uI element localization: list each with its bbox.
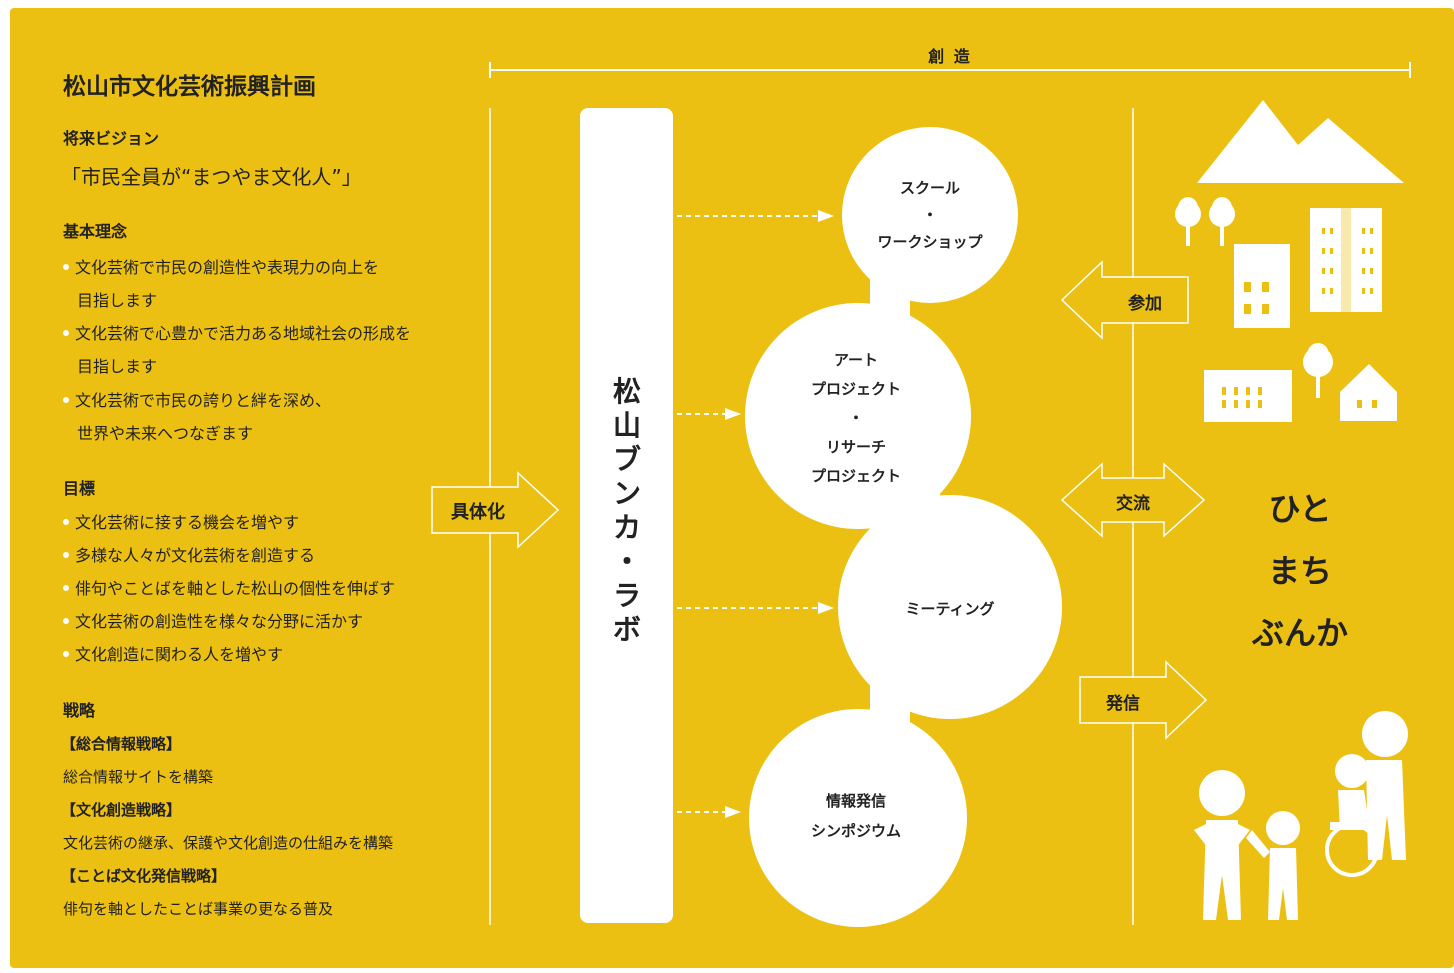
school-workshop-label: スクール ・ ワークショップ	[870, 175, 990, 256]
goals-heading: 目標	[63, 479, 96, 498]
philosophy-item-cont: 目指します	[77, 357, 158, 376]
philosophy-heading: 基本理念	[63, 222, 128, 241]
connector-arrow	[677, 408, 741, 420]
gutaika-arrow	[431, 471, 560, 549]
philosophy-item: 文化芸術で心豊かで活力ある地域社会の形成を	[63, 320, 411, 344]
strategy-name: 【文化創造戦略】	[61, 801, 182, 819]
philosophy-item-text: 文化芸術で市民の誇りと絆を深め、	[75, 391, 332, 410]
goal-item: 文化芸術に接する機会を増やす	[63, 509, 299, 533]
wheelchair-user-icon	[1325, 754, 1379, 877]
hasshin-arrow	[1079, 660, 1208, 740]
philosophy-item: 文化芸術で市民の誇りと絆を深め、	[63, 387, 331, 411]
right-text-line: ひと	[1268, 490, 1332, 528]
strategy-heading: 戦略	[63, 701, 96, 720]
lab-title-char: ボ	[612, 613, 641, 646]
sozo-bracket	[489, 62, 1411, 78]
meeting-label: ミーティング	[905, 600, 995, 618]
building-icon	[1310, 208, 1382, 312]
activity-label-line: シンポジウム	[810, 822, 901, 840]
vision-text: 「市民全員が“まつやま文化人”」	[61, 165, 362, 189]
philosophy-item-text: 文化芸術で心豊かで活力ある地域社会の形成を	[75, 324, 412, 343]
activity-label-line: ・	[848, 409, 864, 427]
activity-label-line: プロジェクト	[810, 380, 901, 398]
tree-icon	[1175, 197, 1201, 246]
lab-title-char: ン	[612, 477, 641, 510]
bullet-icon	[63, 518, 69, 525]
building-icon	[1204, 370, 1292, 422]
gutaika-label: 具体化	[451, 502, 505, 523]
strategy-name: 【総合情報戦略】	[61, 735, 182, 753]
activity-label-line: ワークショップ	[877, 233, 983, 251]
art-research-label: アート プロジェクト ・ リサーチ プロジェクト	[796, 346, 916, 491]
philosophy-item: 文化芸術で市民の創造性や表現力の向上を	[63, 254, 379, 278]
lab-title: 松 山 ブ ン カ ・ ラ ボ	[595, 375, 659, 647]
strategy-desc: 文化芸術の継承、保護や文化創造の仕組みを構築	[63, 834, 394, 852]
bullet-icon	[63, 584, 69, 591]
koryu-arrow	[1060, 462, 1206, 538]
philosophy-item-cont: 目指します	[77, 291, 158, 310]
sozo-label: 創 造	[928, 47, 972, 66]
sanka-arrow	[1060, 260, 1189, 340]
connector-arrow	[677, 806, 741, 818]
bullet-icon	[63, 396, 69, 403]
connector-arrow	[677, 602, 834, 614]
activity-label-line: リサーチ	[825, 438, 886, 456]
bullet-icon	[63, 551, 69, 558]
hasshin-label: 発信	[1106, 694, 1140, 714]
goal-item-text: 文化芸術に接する機会を増やす	[75, 513, 300, 532]
lab-title-char: カ	[612, 511, 641, 544]
house-icon	[1340, 364, 1397, 421]
bullet-icon	[63, 617, 69, 624]
info-symposium-label: 情報発信 シンポジウム	[796, 786, 916, 846]
philosophy-item-cont: 世界や未来へつなぎます	[77, 424, 254, 443]
philosophy-item-text: 文化芸術で市民の創造性や表現力の向上を	[75, 258, 380, 277]
tree-icon	[1303, 343, 1333, 398]
right-text-line: ぶんか	[1251, 614, 1348, 652]
mountain-icon	[1197, 100, 1404, 183]
lab-title-char: ・	[612, 545, 641, 578]
activity-label-line: ・	[922, 206, 938, 224]
goal-item-text: 多様な人々が文化芸術を創造する	[75, 546, 316, 565]
strategy-desc: 総合情報サイトを構築	[63, 768, 214, 786]
vision-heading: 将来ビジョン	[63, 129, 160, 148]
activity-label-line: プロジェクト	[810, 467, 901, 485]
caregiver-icon	[1362, 711, 1408, 860]
goal-item-text: 文化芸術の創造性を様々な分野に活かす	[75, 612, 364, 631]
lab-bar	[580, 108, 673, 923]
bullet-icon	[63, 650, 69, 657]
bullet-icon	[63, 329, 69, 336]
goal-item: 文化創造に関わる人を増やす	[63, 641, 283, 665]
building-icon	[1234, 244, 1290, 328]
hito-machi-bunka: ひと まち ぶんか	[1220, 478, 1380, 664]
child-icon	[1246, 811, 1300, 920]
activity-label-line: 情報発信	[825, 792, 886, 810]
bullet-icon	[63, 263, 69, 270]
sanka-label: 参加	[1128, 294, 1162, 314]
lab-title-char: ブ	[612, 443, 641, 476]
koryu-label: 交流	[1116, 494, 1150, 514]
goal-item: 俳句やことばを軸とした松山の個性を伸ばす	[63, 575, 395, 599]
lab-title-char: 松	[612, 375, 641, 408]
right-text-line: まち	[1267, 552, 1332, 590]
tree-icon	[1209, 197, 1235, 246]
goal-item: 文化芸術の創造性を様々な分野に活かす	[63, 608, 363, 632]
lab-title-char: ラ	[612, 579, 641, 612]
activity-label-line: アート	[833, 351, 879, 369]
activity-blob	[745, 127, 1062, 927]
strategy-desc: 俳句を軸としたことば事業の更なる普及	[63, 900, 334, 918]
plan-title: 松山市文化芸術振興計画	[63, 74, 316, 100]
connector-arrow	[677, 210, 834, 222]
goal-item: 多様な人々が文化芸術を創造する	[63, 542, 315, 566]
lab-title-char: 山	[612, 409, 641, 442]
strategy-name: 【ことば文化発信戦略】	[61, 867, 227, 885]
goal-item-text: 俳句やことばを軸とした松山の個性を伸ばす	[75, 579, 396, 598]
goal-item-text: 文化創造に関わる人を増やす	[75, 645, 284, 664]
person-icon	[1194, 770, 1250, 920]
activity-label-line: スクール	[899, 179, 960, 197]
